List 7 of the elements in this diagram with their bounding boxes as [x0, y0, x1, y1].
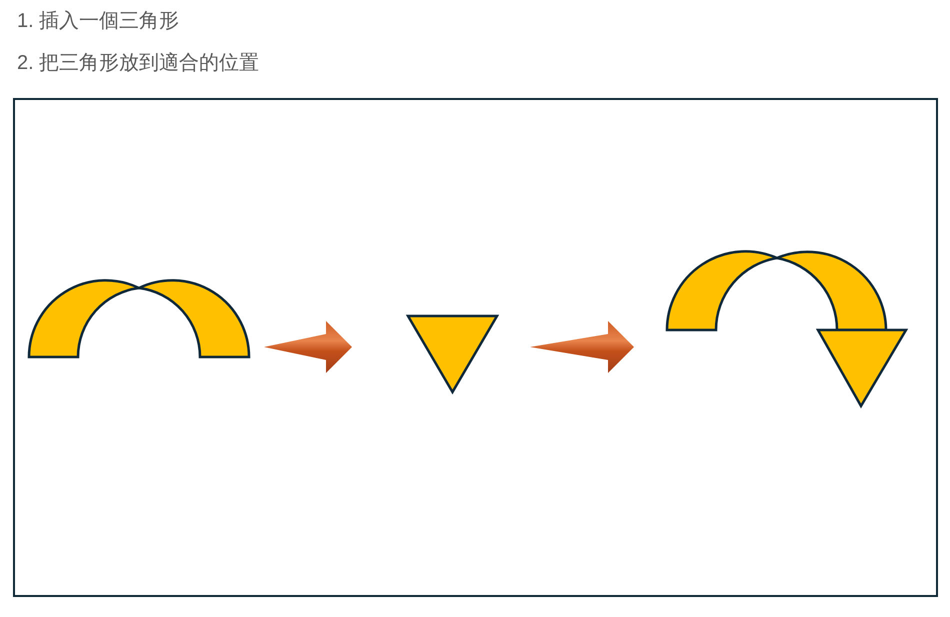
arrow: [264, 321, 352, 373]
arrow: [530, 321, 634, 373]
step-text: 2. 把三角形放到適合的位置: [17, 51, 260, 75]
arch-shape: [27, 279, 251, 360]
step-text: 1. 插入一個三角形: [17, 9, 180, 33]
curved-arrow-shape: [665, 251, 908, 408]
triangle-shape: [406, 314, 499, 394]
